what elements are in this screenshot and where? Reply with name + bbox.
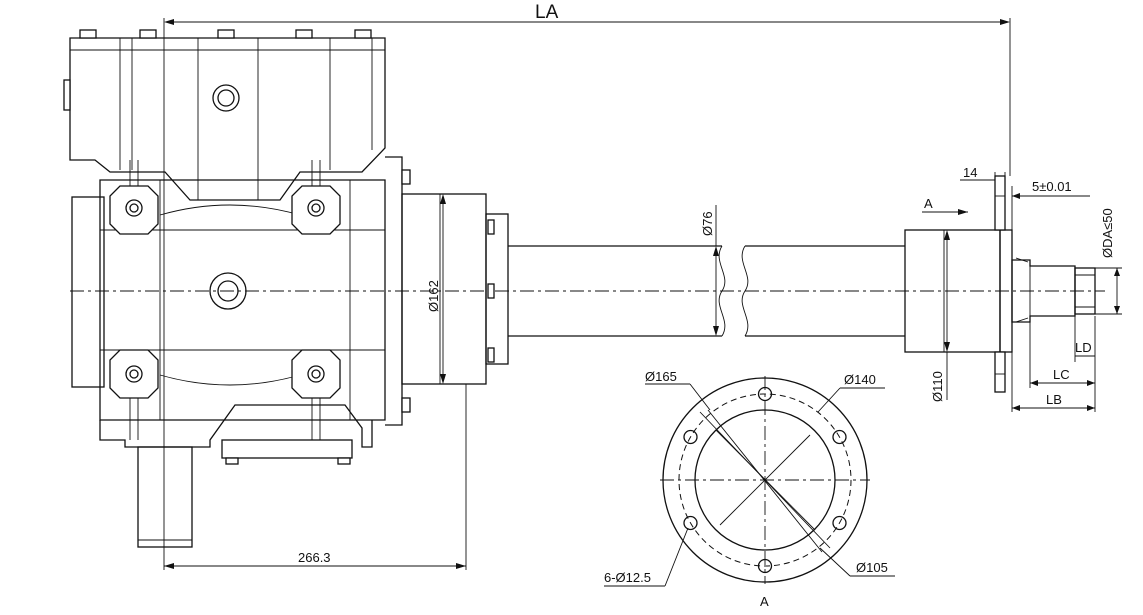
- flange-label-holes: 6-Ø12.5: [604, 570, 651, 585]
- flange-label-pitch: Ø140: [844, 372, 876, 387]
- dim-label-ld: LD: [1075, 340, 1092, 355]
- dim-label-output-shaft-diameter: ØDA≤50: [1100, 208, 1115, 258]
- tube-assembly: [401, 175, 1096, 393]
- flange-label-outer: Ø165: [645, 369, 677, 384]
- dim-label-spigot: 5±0.01: [1032, 179, 1072, 194]
- top-bolts: [79, 29, 372, 39]
- dim-label-lc: LC: [1053, 367, 1070, 382]
- dim-label-flange-thickness: 14: [963, 165, 977, 180]
- gearbox-housing: [63, 29, 411, 548]
- mount-brackets: [109, 160, 341, 440]
- section-marker-label: A: [924, 196, 933, 211]
- flange-view-title: A: [760, 594, 769, 609]
- dim-label-la: LA: [535, 2, 559, 23]
- input-shaft: [137, 446, 193, 548]
- dim-label-end-housing: Ø110: [930, 371, 945, 402]
- dim-label-lb: LB: [1046, 392, 1062, 407]
- flange-label-spigot: Ø105: [856, 560, 888, 575]
- dim-label-housing-flange: Ø162: [426, 280, 441, 312]
- dim-label-input-offset: 266.3: [298, 550, 331, 565]
- flange-view-a: [604, 376, 895, 587]
- dimension-lines: [163, 18, 1122, 570]
- dim-label-tube: Ø76: [700, 211, 715, 236]
